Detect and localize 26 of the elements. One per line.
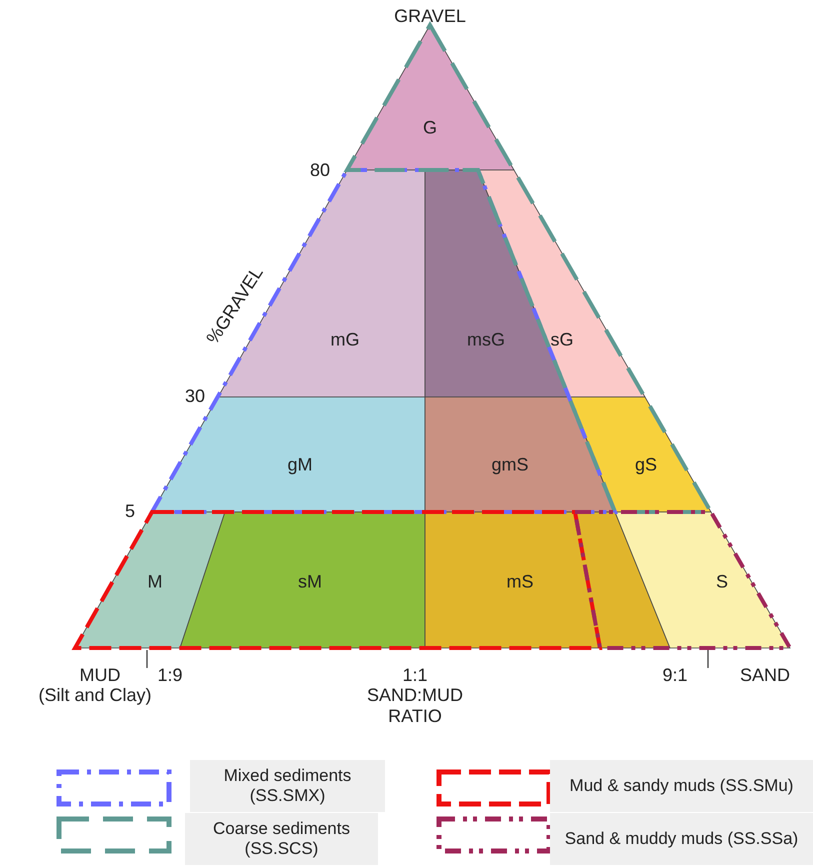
axis-tick-label: 30	[184, 386, 206, 407]
region-code: sM	[298, 572, 322, 592]
region-code: mS	[506, 572, 534, 592]
region-code: M	[148, 572, 162, 592]
axis-title: SAND:MUD RATIO	[366, 685, 464, 727]
axis-vertex-label: GRAVEL	[393, 6, 467, 27]
region-code: mG	[330, 330, 360, 350]
legend-label: Sand & muddy muds (SS.SSa)	[550, 813, 813, 865]
region-code: gS	[634, 454, 658, 476]
axis-tick-label: 5	[124, 501, 136, 522]
region-code: S	[716, 572, 728, 592]
region-code: G	[423, 118, 437, 138]
legend-label: Mixed sediments (SS.SMX)	[190, 760, 385, 812]
axis-vertex-label: SAND	[738, 665, 791, 686]
axis-tick-label: 1:9	[156, 665, 184, 686]
axis-tick-label: 9:1	[661, 665, 689, 686]
legend-label: Mud & sandy muds (SS.SMu)	[550, 760, 813, 812]
axis-tick-label: 80	[308, 160, 332, 181]
axis-tick-label: 1:1	[401, 665, 429, 686]
axis-vertex-label: MUD	[78, 665, 122, 686]
legend-label: Coarse sediments (SS.SCS)	[185, 813, 378, 865]
region-code: gM	[288, 454, 312, 476]
region-code: sG	[550, 330, 574, 350]
region-code: gmS	[492, 454, 528, 476]
axis-vertex-label: (Silt and Clay)	[37, 685, 153, 706]
region-code: msG	[467, 330, 505, 350]
